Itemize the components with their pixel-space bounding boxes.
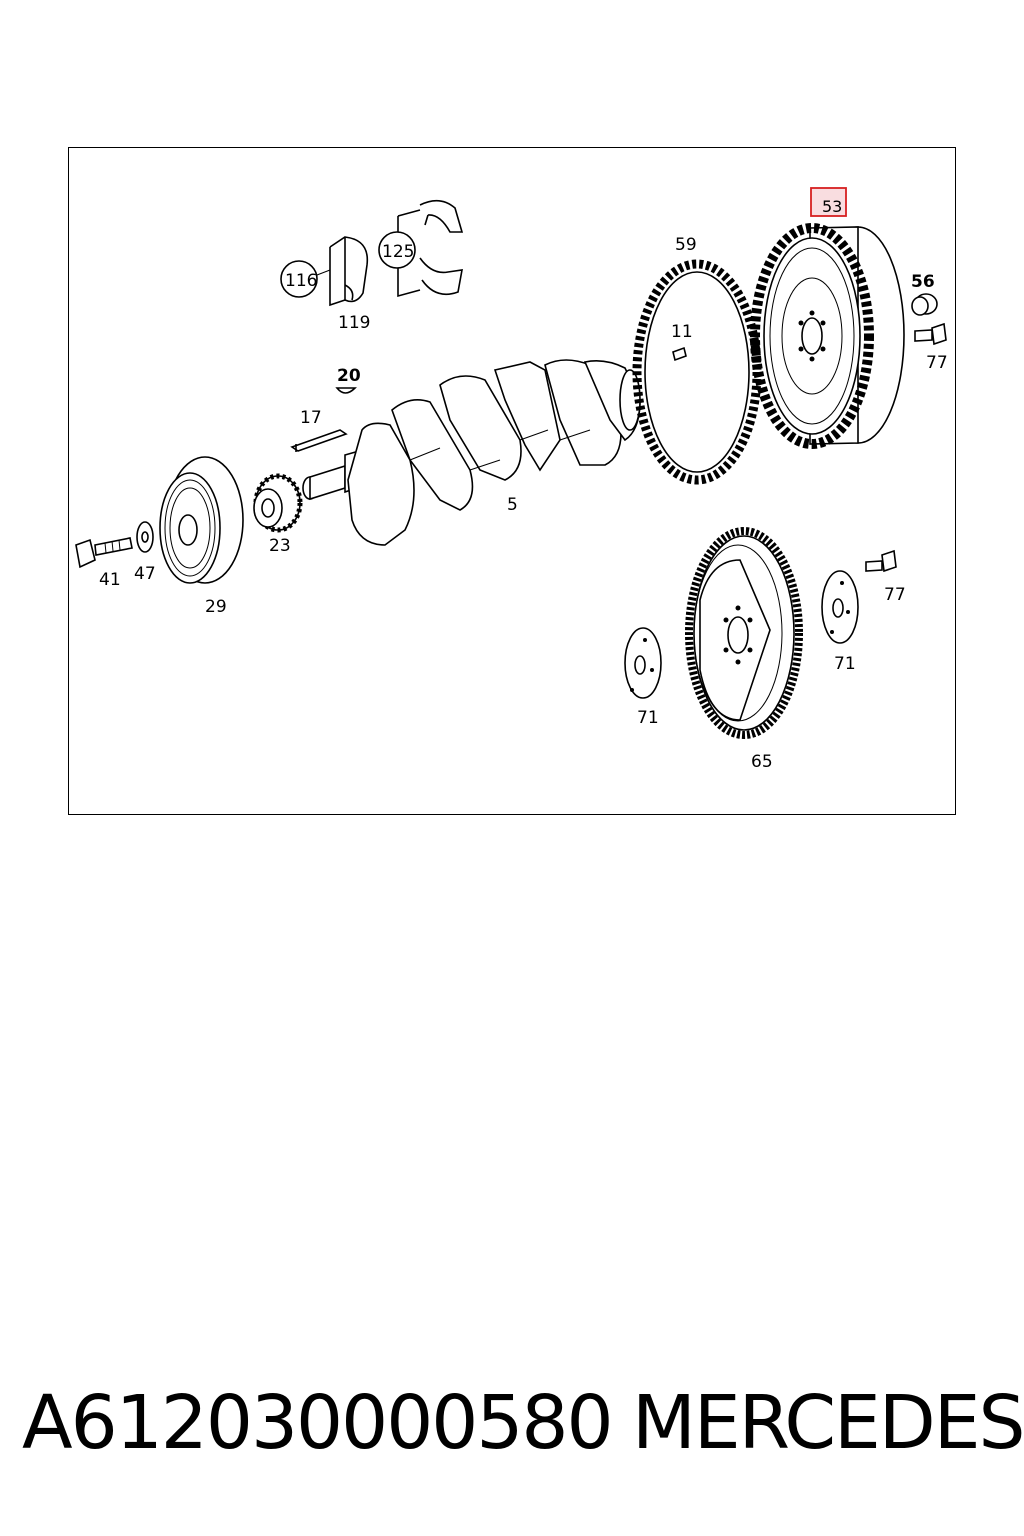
crankshaft-gear-23: [253, 473, 303, 533]
drive-plate-65: [685, 527, 803, 739]
diagram-frame: [68, 147, 956, 815]
label-59[interactable]: 59: [675, 235, 697, 255]
label-20[interactable]: 20: [337, 366, 361, 386]
thrust-bearing-125: [378, 199, 464, 298]
key-17: [290, 429, 348, 452]
label-125[interactable]: 125: [382, 242, 414, 262]
label-77-top[interactable]: 77: [926, 353, 948, 373]
label-119[interactable]: 119: [338, 313, 370, 333]
label-41[interactable]: 41: [99, 570, 121, 590]
washer-47: [136, 521, 154, 553]
bolt-77-top: [914, 322, 947, 346]
label-65[interactable]: 65: [751, 752, 773, 772]
label-5[interactable]: 5: [507, 495, 518, 515]
flywheel-53: [750, 223, 905, 449]
label-53: 53: [822, 197, 842, 216]
highlight-box-53[interactable]: [810, 187, 847, 217]
pulley-29: [159, 456, 244, 584]
trigger-ring-59: [632, 259, 762, 485]
crankshaft-5: [302, 359, 641, 546]
part-number: A612030000580: [22, 1380, 614, 1466]
bolt-41: [75, 537, 133, 569]
footer-caption: A612030000580 MERCEDES: [0, 1378, 1024, 1468]
label-71-right[interactable]: 71: [834, 654, 856, 674]
label-11[interactable]: 11: [671, 322, 693, 342]
dowel-pin-11: [672, 346, 687, 362]
bearing-shell-116: [280, 236, 369, 307]
label-23[interactable]: 23: [269, 536, 291, 556]
label-47[interactable]: 47: [134, 564, 156, 584]
label-17[interactable]: 17: [300, 408, 322, 428]
brand-name: MERCEDES: [632, 1380, 1024, 1466]
callout-circle-116: [280, 260, 318, 298]
label-56[interactable]: 56: [911, 272, 935, 292]
spacer-plate-71-right: [821, 570, 859, 644]
callout-circle-125: [378, 231, 416, 269]
label-116[interactable]: 116: [285, 271, 317, 291]
bushing-56: [911, 293, 938, 316]
label-71-left[interactable]: 71: [637, 708, 659, 728]
bolt-77-bottom: [865, 549, 897, 573]
spacer-plate-71-left: [624, 627, 662, 699]
woodruff-key-20: [335, 387, 357, 394]
label-29[interactable]: 29: [205, 597, 227, 617]
label-77-bottom[interactable]: 77: [884, 585, 906, 605]
